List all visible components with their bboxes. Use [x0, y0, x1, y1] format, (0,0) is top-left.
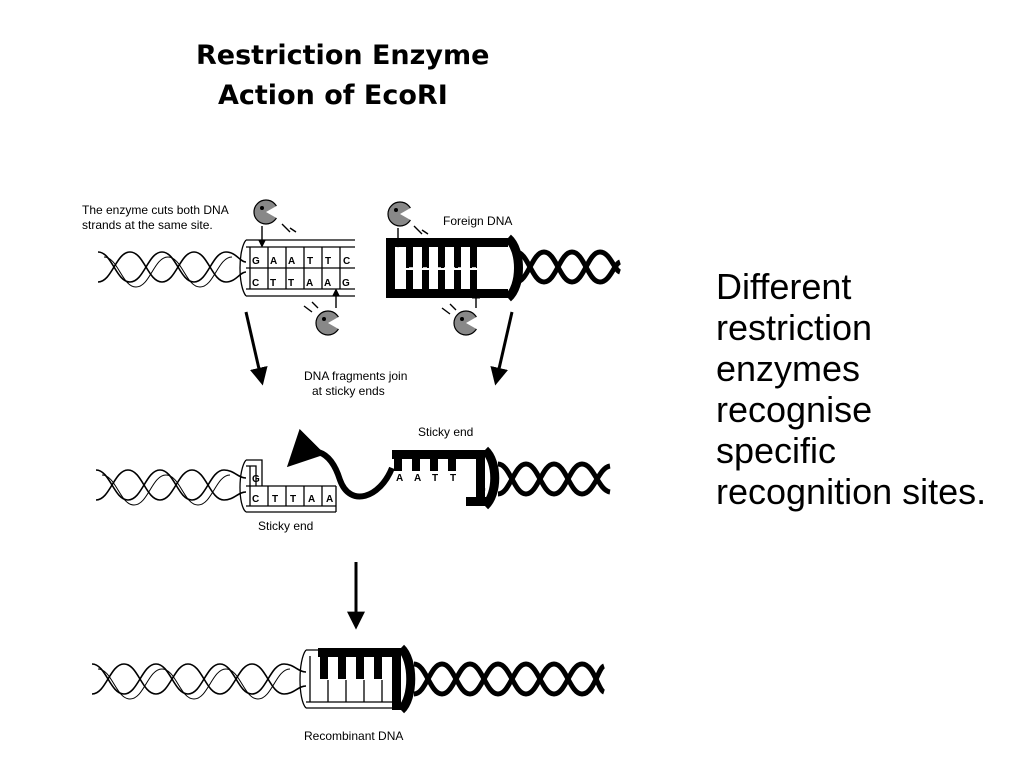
site-top-base: T — [307, 256, 313, 267]
ecori-enzyme-icon — [303, 288, 342, 336]
body-line: recognition sites. — [716, 471, 987, 512]
arrow-down-right-icon — [490, 311, 514, 386]
recognition-site-bottom-bases: C T T A A G — [252, 278, 350, 289]
body-line: restriction — [716, 307, 873, 348]
site-bottom-base: A — [324, 278, 331, 289]
foreign-sticky-base: A — [396, 473, 403, 484]
site-top-base: C — [343, 256, 350, 267]
sticky-end-top-label: Sticky end — [418, 425, 473, 439]
foreign-sticky-base: T — [450, 473, 456, 484]
site-bottom-base: T — [270, 278, 276, 289]
foreign-dna-fragment — [386, 234, 523, 302]
host-dna-helix — [95, 469, 247, 506]
recombinant-dna-label: Recombinant DNA — [304, 729, 403, 743]
joining-arrow-icon — [286, 428, 395, 500]
body-line: specific — [716, 430, 837, 471]
title-line-2: Action of EcoRI — [218, 80, 448, 111]
ecori-enzyme-icon — [441, 290, 481, 336]
foreign-dna-helix — [497, 461, 611, 497]
left-sticky-base: A — [326, 494, 333, 505]
site-bottom-base: G — [342, 278, 350, 289]
host-dna-helix — [97, 251, 247, 288]
ecori-enzyme-icon — [253, 199, 297, 248]
site-bottom-base: C — [252, 278, 259, 289]
left-sticky-bottom-bases: C T T A A — [252, 494, 333, 505]
foreign-sticky-base: A — [414, 473, 421, 484]
recombinant-host-helix — [91, 663, 307, 700]
left-sticky-base: T — [290, 494, 296, 505]
title-line-1: Restriction Enzyme — [196, 40, 490, 71]
foreign-end-base: G — [478, 484, 486, 495]
ecori-enzyme-icon — [387, 201, 429, 248]
site-top-base: A — [288, 256, 295, 267]
recognition-site-top-bases: G A A T T C — [252, 256, 350, 267]
foreign-dna-helix — [515, 249, 622, 285]
site-top-base: G — [252, 256, 260, 267]
left-sticky-base: T — [272, 494, 278, 505]
arrow-down-left-icon — [244, 311, 268, 386]
site-top-base: T — [325, 256, 331, 267]
left-sticky-base: A — [308, 494, 315, 505]
enzyme-cut-label-line-2: strands at the same site. — [82, 218, 213, 232]
ecori-diagram: The enzyme cuts both DNA strands at the … — [82, 199, 622, 743]
body-line: Different — [716, 266, 852, 307]
body-line: enzymes — [716, 348, 861, 389]
left-sticky-end — [239, 459, 337, 513]
fragments-join-label-line-1: DNA fragments join — [304, 369, 407, 383]
body-text: Different restriction enzymes recognise … — [716, 266, 1016, 512]
site-bottom-base: A — [306, 278, 313, 289]
site-bottom-base: T — [288, 278, 294, 289]
left-sticky-top-base: G — [252, 474, 260, 485]
foreign-sticky-base: T — [432, 473, 438, 484]
enzyme-cut-label-line-1: The enzyme cuts both DNA — [82, 203, 229, 217]
site-top-base: A — [270, 256, 277, 267]
body-line: recognise — [716, 389, 873, 430]
fragments-join-label-line-2: at sticky ends — [312, 384, 385, 398]
recombinant-junction — [299, 644, 416, 714]
foreign-sticky-fragment — [392, 446, 500, 510]
slide-title: Restriction Enzyme Action of EcoRI — [196, 36, 489, 116]
foreign-end-base: C — [478, 462, 485, 473]
sticky-end-bottom-label: Sticky end — [258, 519, 313, 533]
recombinant-foreign-helix — [413, 661, 606, 697]
foreign-dna-label: Foreign DNA — [443, 214, 512, 228]
foreign-sticky-bases: A A T T C G — [396, 462, 486, 495]
left-sticky-base: C — [252, 494, 259, 505]
